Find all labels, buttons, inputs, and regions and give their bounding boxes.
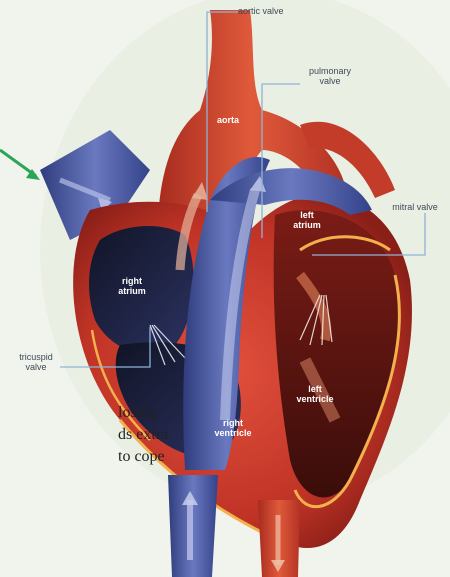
label-tricuspid-valve-line1: tricuspid bbox=[10, 352, 62, 362]
label-right-atrium-line1: right bbox=[112, 276, 152, 286]
label-aorta: aorta bbox=[208, 115, 248, 125]
caption-text: losing ds extra to cope bbox=[118, 402, 168, 468]
label-mitral-valve: mitral valve bbox=[384, 202, 446, 212]
label-right-ventricle-line2: ventricle bbox=[206, 428, 260, 438]
label-right-atrium: right atrium bbox=[112, 276, 152, 296]
label-left-atrium-line2: atrium bbox=[290, 220, 324, 230]
caption-line-3: to cope bbox=[118, 446, 168, 468]
caption-line-1: losing bbox=[118, 402, 168, 424]
label-tricuspid-valve-line2: valve bbox=[10, 362, 62, 372]
label-right-ventricle-line1: right bbox=[206, 418, 260, 428]
label-tricuspid-valve: tricuspid valve bbox=[10, 352, 62, 372]
label-left-ventricle: left ventricle bbox=[288, 384, 342, 404]
label-pulmonary-valve-line1: pulmonary bbox=[298, 66, 362, 76]
label-left-ventricle-line2: ventricle bbox=[288, 394, 342, 404]
label-right-atrium-line2: atrium bbox=[112, 286, 152, 296]
label-aortic-valve: aortic valve bbox=[238, 6, 318, 16]
caption-line-2: ds extra bbox=[118, 424, 168, 446]
label-left-ventricle-line1: left bbox=[288, 384, 342, 394]
label-left-atrium: left atrium bbox=[290, 210, 324, 230]
label-pulmonary-valve-line2: valve bbox=[298, 76, 362, 86]
label-right-ventricle: right ventricle bbox=[206, 418, 260, 438]
label-left-atrium-line1: left bbox=[290, 210, 324, 220]
label-pulmonary-valve: pulmonary valve bbox=[298, 66, 362, 86]
